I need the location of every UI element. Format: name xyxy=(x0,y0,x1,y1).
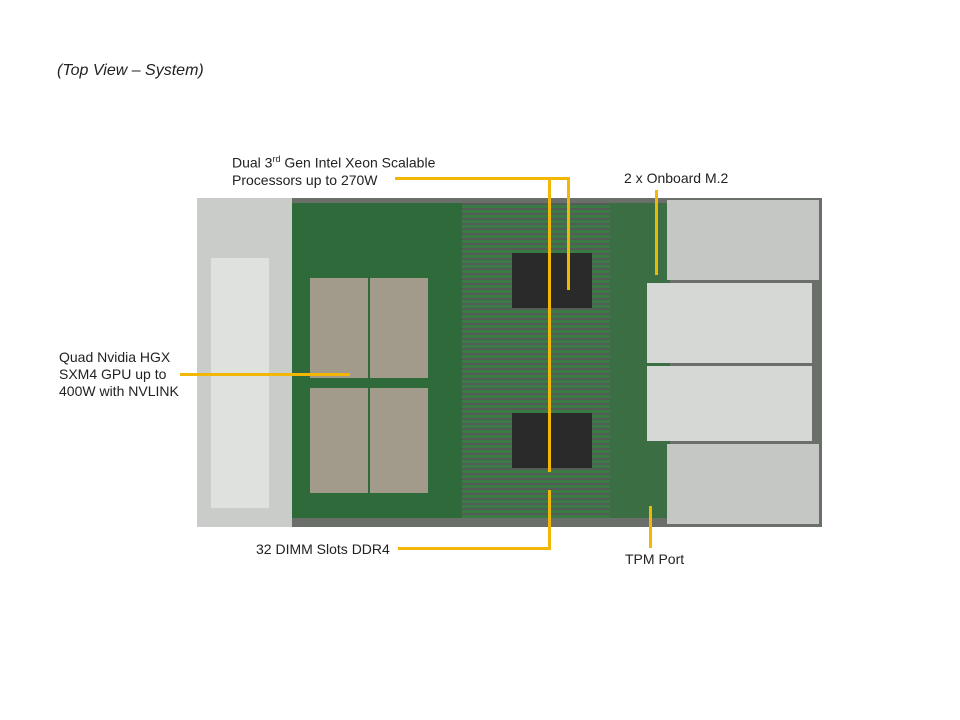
psu-2 xyxy=(667,444,819,524)
tpm-callout-line xyxy=(649,506,652,548)
dimm-callout-line xyxy=(548,490,551,550)
tpm-callout: TPM Port xyxy=(625,551,685,567)
gpu-heatsink-4 xyxy=(370,388,428,493)
dimm-callout-line xyxy=(398,547,551,550)
page-title: (Top View – System) xyxy=(57,62,204,79)
cpu-callout-line xyxy=(395,177,570,180)
m2-callout-line xyxy=(655,190,658,275)
m2-callout: 2 x Onboard M.2 xyxy=(624,170,729,186)
gpu-callout-line xyxy=(180,373,350,376)
cpu-callout-line xyxy=(548,177,551,472)
gpu-heatsink-1 xyxy=(310,278,368,378)
drive-bay-panel xyxy=(211,258,269,508)
cpu-callout: Dual 3rd Gen Intel Xeon Scalable Process… xyxy=(232,154,436,188)
dimm-callout: 32 DIMM Slots DDR4 xyxy=(256,541,390,557)
riser-2 xyxy=(647,366,812,441)
motherboard-dimm-area xyxy=(462,203,610,518)
server-top-view-photo xyxy=(197,198,822,527)
riser-1 xyxy=(647,283,812,363)
cpu-2 xyxy=(512,413,592,468)
gpu-heatsink-3 xyxy=(310,388,368,493)
gpu-heatsink-2 xyxy=(370,278,428,378)
cpu-1 xyxy=(512,253,592,308)
psu-1 xyxy=(667,200,819,280)
cpu-callout-line xyxy=(567,177,570,290)
